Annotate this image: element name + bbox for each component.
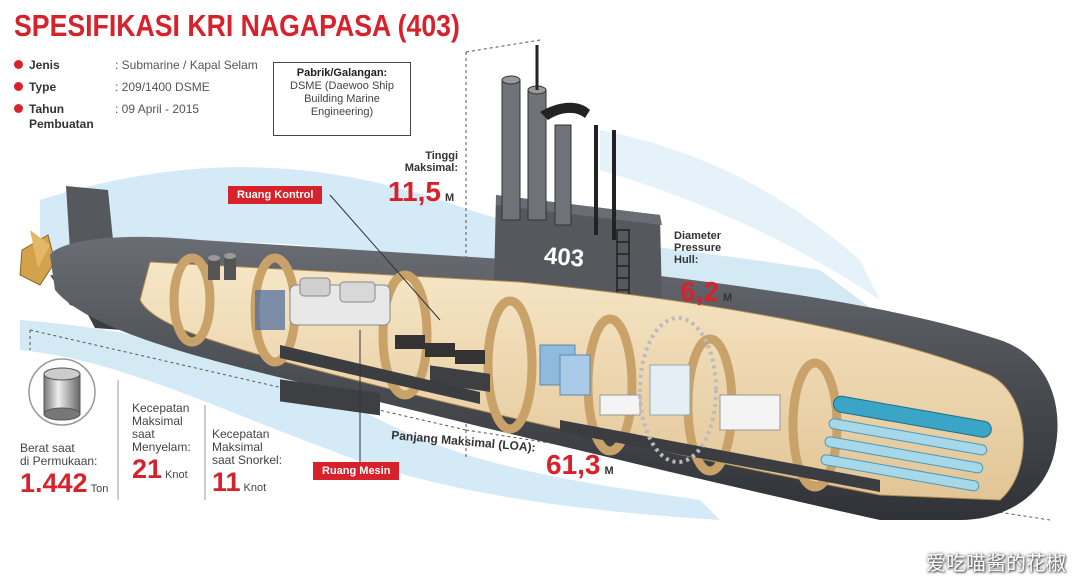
stat-label-line: saat [132, 427, 155, 441]
diameter-unit: M [722, 292, 733, 304]
stat-dividers [117, 380, 206, 500]
max-height-unit: M [444, 192, 455, 204]
spec-row-type: Type : 209/1400 DSME [14, 79, 210, 94]
stat-label-line: Maksimal [132, 414, 183, 428]
tag-engine-room: Ruang Mesin [313, 462, 400, 480]
stat-unit: Knot [243, 482, 267, 494]
length-number: 61,3 [546, 449, 601, 480]
stat-label-line: saat Snorkel: [212, 453, 283, 467]
stat-label-line: Berat saat [20, 441, 75, 455]
spec-label: Tahun [29, 101, 65, 116]
factory-line: Building Marine [304, 93, 380, 105]
stat-label: Kecepatan Maksimal saat Snorkel: [212, 428, 298, 467]
spec-label: Jenis [29, 57, 60, 72]
stern-cylinders [208, 253, 236, 280]
spec-row-jenis: Jenis : Submarine / Kapal Selam [14, 57, 258, 72]
max-height-label-2: Maksimal: [404, 162, 458, 174]
stat-number: 1.442 [20, 468, 88, 498]
spec-row-tahun: Tahun : 09 April - 2015 [14, 101, 199, 116]
pressure-hull-marker [638, 316, 718, 464]
factory-line: Engineering) [310, 106, 374, 118]
stat-label: Kecepatan Maksimal saat Menyelam: [132, 402, 204, 454]
stat-label-line: Menyelam: [132, 440, 191, 454]
spec-value: : 209/1400 DSME [115, 79, 210, 94]
stat-number: 11 [212, 467, 241, 497]
stat-number: 21 [132, 454, 163, 484]
propeller [19, 230, 56, 286]
factory-box: Pabrik/Galangan: DSME (Daewoo Ship Build… [273, 62, 411, 136]
diameter-label: Diameter Pressure Hull: [674, 230, 721, 266]
diameter-number: 6,2 [680, 276, 719, 307]
spec-label: Type [29, 79, 57, 94]
stat-unit: Knot [165, 469, 188, 481]
diameter-label-3: Hull: [674, 254, 699, 266]
spec-value: : Submarine / Kapal Selam [115, 57, 258, 72]
factory-heading: Pabrik/Galangan: [296, 67, 388, 79]
bullet-icon [14, 104, 23, 114]
tag-control-room: Ruang Kontrol [228, 186, 323, 204]
max-height-label: Tinggi Maksimal: [400, 150, 458, 174]
stat-label-line: Kecepatan [132, 401, 190, 415]
watermark: 爱吃喵酱的花椒 [926, 551, 1066, 575]
battery-deck [280, 345, 880, 492]
engine-machinery [255, 277, 490, 416]
diameter-label-2: Pressure [674, 242, 722, 254]
control-consoles [539, 344, 781, 431]
hull-number: 403 [542, 242, 586, 273]
spec-value: : 09 April - 2015 [115, 101, 200, 116]
masts [501, 45, 616, 240]
factory-line: DSME (Daewoo Ship [290, 80, 394, 92]
stat-label-line: Kecepatan [212, 427, 270, 441]
spec-label-pembuatan: Pembuatan [29, 117, 94, 131]
leader-lines [329, 194, 441, 470]
page-title: SPESIFIKASI KRI NAGAPASA (403) [14, 8, 460, 43]
diameter-label-1: Diameter [674, 230, 722, 242]
max-height-label-1: Tinggi [425, 150, 458, 162]
weight-icon [28, 358, 96, 426]
stat-label-line: di Permukaan: [20, 454, 98, 468]
stat-label-line: Maksimal [212, 440, 263, 454]
max-height-number: 11,5 [388, 176, 441, 207]
bullet-icon [14, 82, 23, 92]
stat-label: Berat saat di Permukaan: [20, 442, 116, 468]
torpedo-tubes [820, 395, 992, 492]
stat-unit: Ton [90, 483, 109, 495]
length-unit: M [604, 465, 614, 477]
bullet-icon [14, 60, 23, 70]
